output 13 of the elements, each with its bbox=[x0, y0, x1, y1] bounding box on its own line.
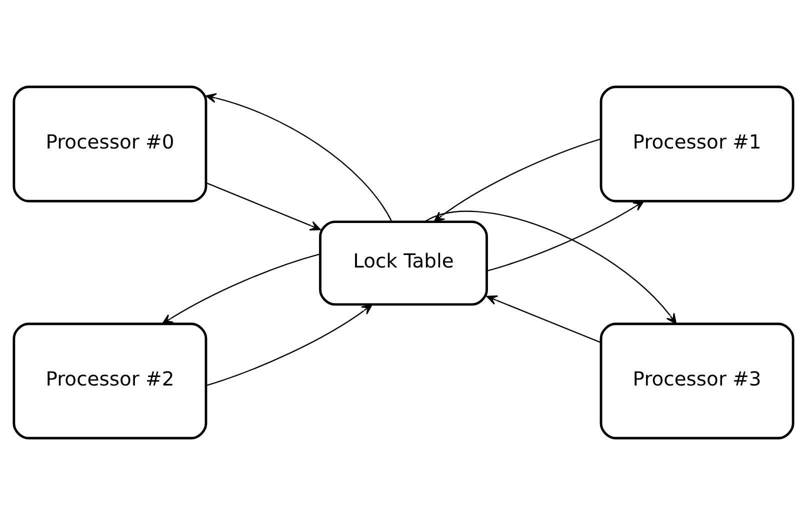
arrow bbox=[424, 210, 677, 324]
arrow bbox=[206, 304, 372, 386]
arrow bbox=[434, 138, 602, 222]
node-box: Processor #3 bbox=[600, 322, 794, 440]
arrow bbox=[486, 295, 602, 344]
arrow bbox=[162, 253, 320, 324]
node-box: Processor #0 bbox=[12, 86, 208, 202]
arrow bbox=[205, 93, 392, 222]
arrow bbox=[486, 200, 644, 272]
node-box: Processor #1 bbox=[600, 86, 794, 202]
node-box: Lock Table bbox=[319, 220, 488, 306]
arrow bbox=[206, 182, 321, 230]
node-box: Processor #2 bbox=[12, 322, 208, 440]
